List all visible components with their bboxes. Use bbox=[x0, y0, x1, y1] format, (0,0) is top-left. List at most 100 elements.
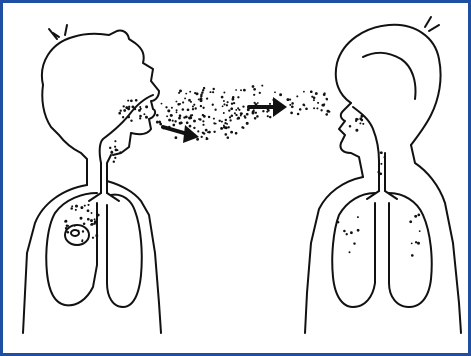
droplet-dot bbox=[226, 104, 228, 106]
droplet-dot bbox=[118, 112, 121, 115]
droplet-dot bbox=[257, 102, 259, 104]
droplet-dot bbox=[192, 108, 194, 110]
droplet-dot bbox=[223, 103, 225, 105]
droplet-dot bbox=[343, 230, 346, 233]
droplet-dot bbox=[208, 116, 210, 118]
droplet-dot bbox=[168, 126, 171, 129]
droplet-dot bbox=[113, 160, 115, 162]
droplet-dot bbox=[139, 115, 142, 118]
droplet-dot bbox=[205, 129, 208, 132]
droplet-dot bbox=[229, 119, 231, 121]
droplet-dot bbox=[337, 221, 339, 223]
droplet-dot bbox=[166, 115, 168, 117]
droplet-dot bbox=[303, 91, 305, 93]
droplet-dot bbox=[114, 146, 116, 148]
droplet-dot bbox=[254, 117, 257, 120]
droplet-dot bbox=[198, 98, 200, 100]
droplet-dot bbox=[231, 103, 233, 105]
droplet-dot bbox=[219, 120, 221, 122]
droplet-dot bbox=[269, 103, 271, 105]
droplet-dot bbox=[87, 218, 90, 221]
droplet-dot bbox=[297, 113, 300, 116]
left-person-trachea bbox=[101, 181, 107, 193]
droplet-dot bbox=[234, 112, 236, 114]
droplet-dot bbox=[195, 107, 197, 109]
droplet-dot bbox=[92, 237, 94, 239]
droplet-dot bbox=[187, 108, 190, 111]
droplet-dot bbox=[67, 231, 70, 234]
droplet-dot bbox=[325, 113, 328, 116]
droplet-dot bbox=[231, 114, 234, 117]
droplet-dot bbox=[357, 216, 359, 218]
droplet-dot bbox=[139, 106, 141, 108]
right-person-face bbox=[339, 103, 363, 177]
droplet-dot bbox=[259, 92, 261, 94]
droplet-dot bbox=[182, 108, 185, 111]
droplet-dot bbox=[349, 125, 352, 128]
droplet-dot bbox=[252, 85, 255, 88]
droplet-dot bbox=[145, 116, 148, 119]
droplet-dot bbox=[214, 109, 216, 111]
droplet-dot bbox=[202, 107, 204, 109]
droplet-dot bbox=[272, 98, 275, 101]
droplet-dot bbox=[255, 112, 257, 114]
droplet-dot bbox=[130, 99, 133, 102]
droplet-dot bbox=[305, 107, 308, 110]
droplet-dot bbox=[269, 116, 271, 118]
droplet-dot bbox=[221, 121, 223, 123]
droplet-dot bbox=[84, 205, 86, 207]
droplet-dot bbox=[212, 91, 214, 93]
droplet-dot bbox=[232, 98, 235, 101]
droplet-dot bbox=[411, 243, 413, 245]
droplet-dot bbox=[176, 109, 178, 111]
droplet-dot bbox=[227, 101, 229, 103]
droplet-dot bbox=[183, 132, 185, 134]
droplet-dot bbox=[188, 99, 191, 102]
droplet-dot bbox=[203, 87, 205, 89]
droplet-dot bbox=[185, 93, 187, 95]
droplet-dot bbox=[315, 92, 318, 95]
droplet-dot bbox=[209, 91, 211, 93]
droplet-dot bbox=[313, 107, 315, 109]
droplet-dot bbox=[134, 108, 136, 110]
droplet-dot bbox=[242, 127, 244, 129]
droplet-dot bbox=[97, 214, 100, 217]
droplet-dot bbox=[246, 113, 249, 116]
droplet-dot bbox=[240, 115, 242, 117]
droplet-dot bbox=[253, 88, 256, 91]
droplet-dot bbox=[220, 127, 223, 130]
droplet-dot bbox=[200, 93, 202, 95]
droplet-dot bbox=[317, 102, 319, 104]
droplet-dot bbox=[109, 147, 111, 149]
droplet-dot bbox=[241, 113, 243, 115]
droplet-dot bbox=[189, 116, 192, 119]
droplet-dot bbox=[162, 127, 164, 129]
droplet-dot bbox=[139, 117, 141, 119]
droplet-dot bbox=[230, 131, 233, 134]
droplet-dot bbox=[117, 149, 119, 151]
droplet-dot bbox=[414, 215, 417, 218]
droplet-dot bbox=[355, 129, 358, 132]
droplet-dot bbox=[196, 92, 199, 95]
droplet-dot bbox=[244, 116, 246, 118]
droplet-dot bbox=[235, 114, 237, 116]
droplet-dot bbox=[328, 111, 330, 113]
droplet-dot bbox=[114, 157, 116, 159]
right-person-body bbox=[305, 177, 363, 333]
droplet-dot bbox=[253, 94, 255, 96]
droplet-dot bbox=[359, 117, 362, 120]
droplet-dot bbox=[262, 110, 264, 112]
droplet-dot bbox=[127, 100, 129, 102]
droplet-dot bbox=[171, 107, 173, 109]
droplet-dot bbox=[179, 89, 182, 92]
droplet-dot bbox=[192, 105, 194, 107]
droplet-dot bbox=[189, 125, 192, 128]
droplet-dot bbox=[80, 217, 83, 220]
droplet-dot bbox=[179, 114, 182, 117]
droplet-dot bbox=[123, 109, 126, 112]
droplet-dot bbox=[196, 138, 199, 141]
droplet-dot bbox=[207, 131, 209, 133]
droplet-dot bbox=[235, 132, 238, 135]
droplet-dot bbox=[383, 156, 385, 158]
droplet-dot bbox=[227, 136, 230, 139]
